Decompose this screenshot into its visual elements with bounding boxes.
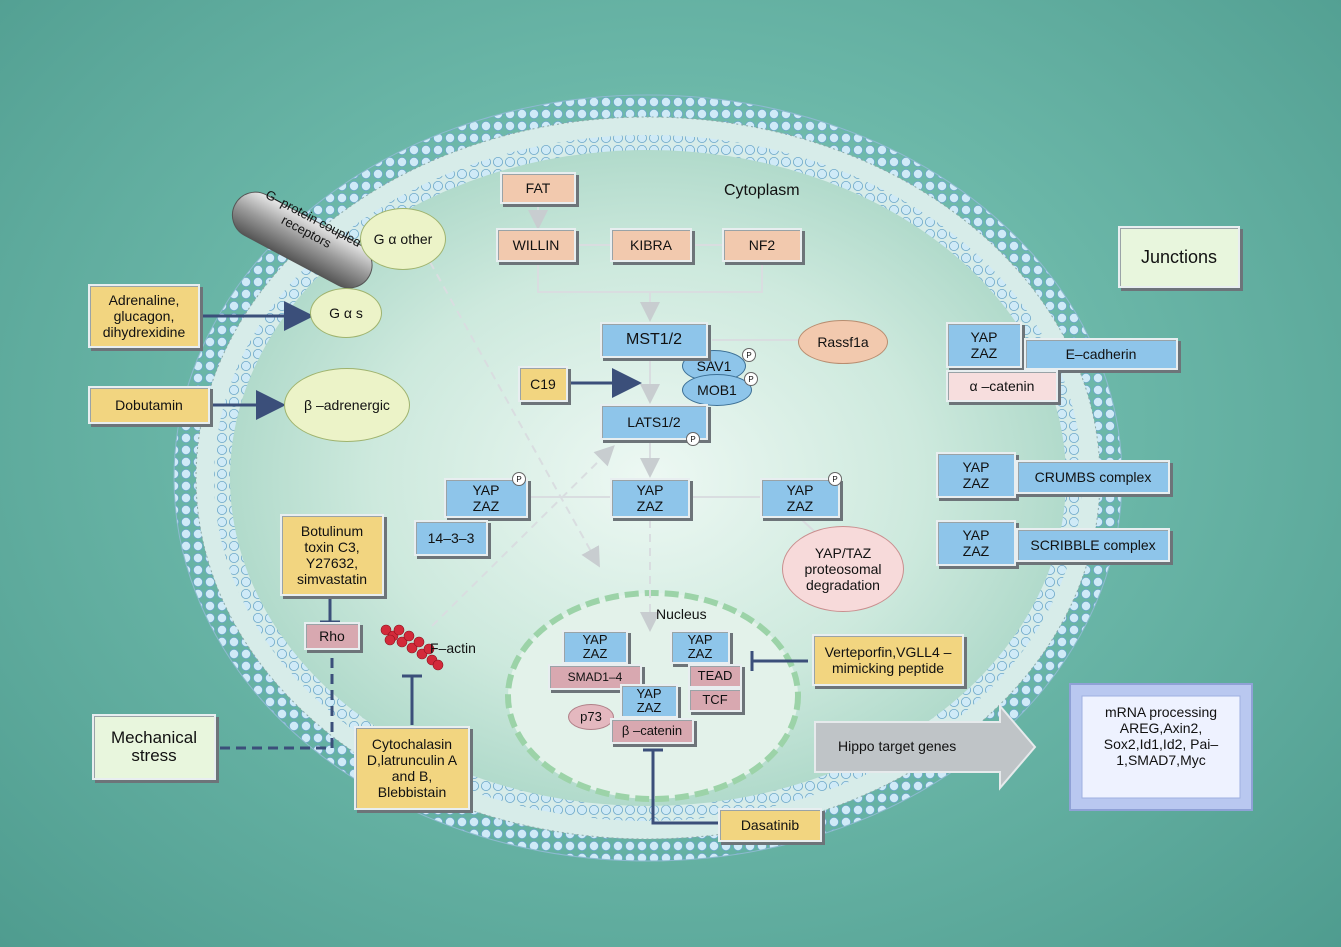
e-cadherin-node: E–cadherin <box>1024 338 1178 370</box>
zaz-label: ZAZ <box>970 345 998 361</box>
phospho-lats-icon: P <box>686 432 700 446</box>
phospho-yap-left-icon: P <box>512 472 526 486</box>
phospho-mob1-icon: P <box>744 372 758 386</box>
nucleus-label: Nucleus <box>656 606 707 622</box>
yap-label: YAP <box>786 482 814 498</box>
yap-label: YAP <box>636 686 662 701</box>
nf2-node: NF2 <box>722 228 802 262</box>
tcf-node: TCF <box>688 688 742 712</box>
yaptaz-degradation-node: YAP/TAZ proteosomal degradation <box>782 526 904 612</box>
scribble-node: SCRIBBLE complex <box>1016 528 1170 562</box>
fat-node: FAT <box>500 172 576 204</box>
mst12-node: MST1/2 <box>600 322 708 358</box>
yap-label: YAP <box>970 329 998 345</box>
kibra-node: KIBRA <box>610 228 692 262</box>
zaz-label: ZAZ <box>962 475 990 491</box>
mob1-node: MOB1 <box>682 374 752 406</box>
yap-label: YAP <box>472 482 500 498</box>
dasatinib-node: Dasatinib <box>718 808 822 842</box>
verteporfin-node: Verteporfin,VGLL4 –mimicking peptide <box>812 634 964 686</box>
zaz-label: ZAZ <box>472 498 500 514</box>
tead-node: TEAD <box>688 664 742 688</box>
zaz-label: ZAZ <box>687 646 713 661</box>
yap-label: YAP <box>636 482 664 498</box>
cytochalasin-node: Cytochalasin D,latrunculin A and B, Bleb… <box>354 726 470 810</box>
a-catenin-node: α –catenin <box>946 370 1058 402</box>
g-alpha-s-node: G α s <box>310 288 382 338</box>
f-actin-label: F–actin <box>430 640 476 656</box>
yap-label: YAP <box>962 527 990 543</box>
dobutamin-node: Dobutamin <box>88 386 210 424</box>
c19-node: C19 <box>518 366 568 402</box>
junctions-node: Junctions <box>1118 226 1240 288</box>
f-actin-icon <box>380 624 444 671</box>
beta-adrenergic-node: β –adrenergic <box>284 368 410 442</box>
hippo-target-genes-arrow <box>814 703 1037 791</box>
g-alpha-other-node: G α other <box>360 208 446 270</box>
zaz-label: ZAZ <box>582 646 608 661</box>
botulinum-node: Botulinum toxin C3, Y27632, simvastatin <box>280 514 384 596</box>
cytoplasm-label: Cytoplasm <box>724 182 800 199</box>
crumbs-node: CRUMBS complex <box>1016 460 1170 494</box>
zaz-label: ZAZ <box>786 498 814 514</box>
willin-node: WILLIN <box>496 228 576 262</box>
mechanical-stress-node: Mechanical stress <box>92 714 216 780</box>
rassf1a-node: Rassf1a <box>798 320 888 364</box>
gpcr-receptor-icon <box>231 191 373 289</box>
yap-label: YAP <box>687 632 713 647</box>
phospho-sav1-icon: P <box>742 348 756 362</box>
14-3-3-node: 14–3–3 <box>414 520 488 556</box>
mrna-processing-text: mRNA processing AREG,Axin2, Sox2,Id1,Id2… <box>1103 704 1219 768</box>
zaz-label: ZAZ <box>636 498 664 514</box>
rho-node: Rho <box>304 622 360 650</box>
yap-label: YAP <box>962 459 990 475</box>
zaz-label: ZAZ <box>962 543 990 559</box>
phospho-yap-right-icon: P <box>828 472 842 486</box>
p73-node: p73 <box>568 704 614 730</box>
smad-node: SMAD1–4 <box>548 664 642 690</box>
b-catenin-node: β –catenin <box>610 718 694 744</box>
adrenaline-node: Adrenaline, glucagon, dihydrexidine <box>88 284 200 348</box>
zaz-label: ZAZ <box>636 700 662 715</box>
yap-label: YAP <box>582 632 608 647</box>
hippo-target-genes-label: Hippo target genes <box>838 738 957 754</box>
